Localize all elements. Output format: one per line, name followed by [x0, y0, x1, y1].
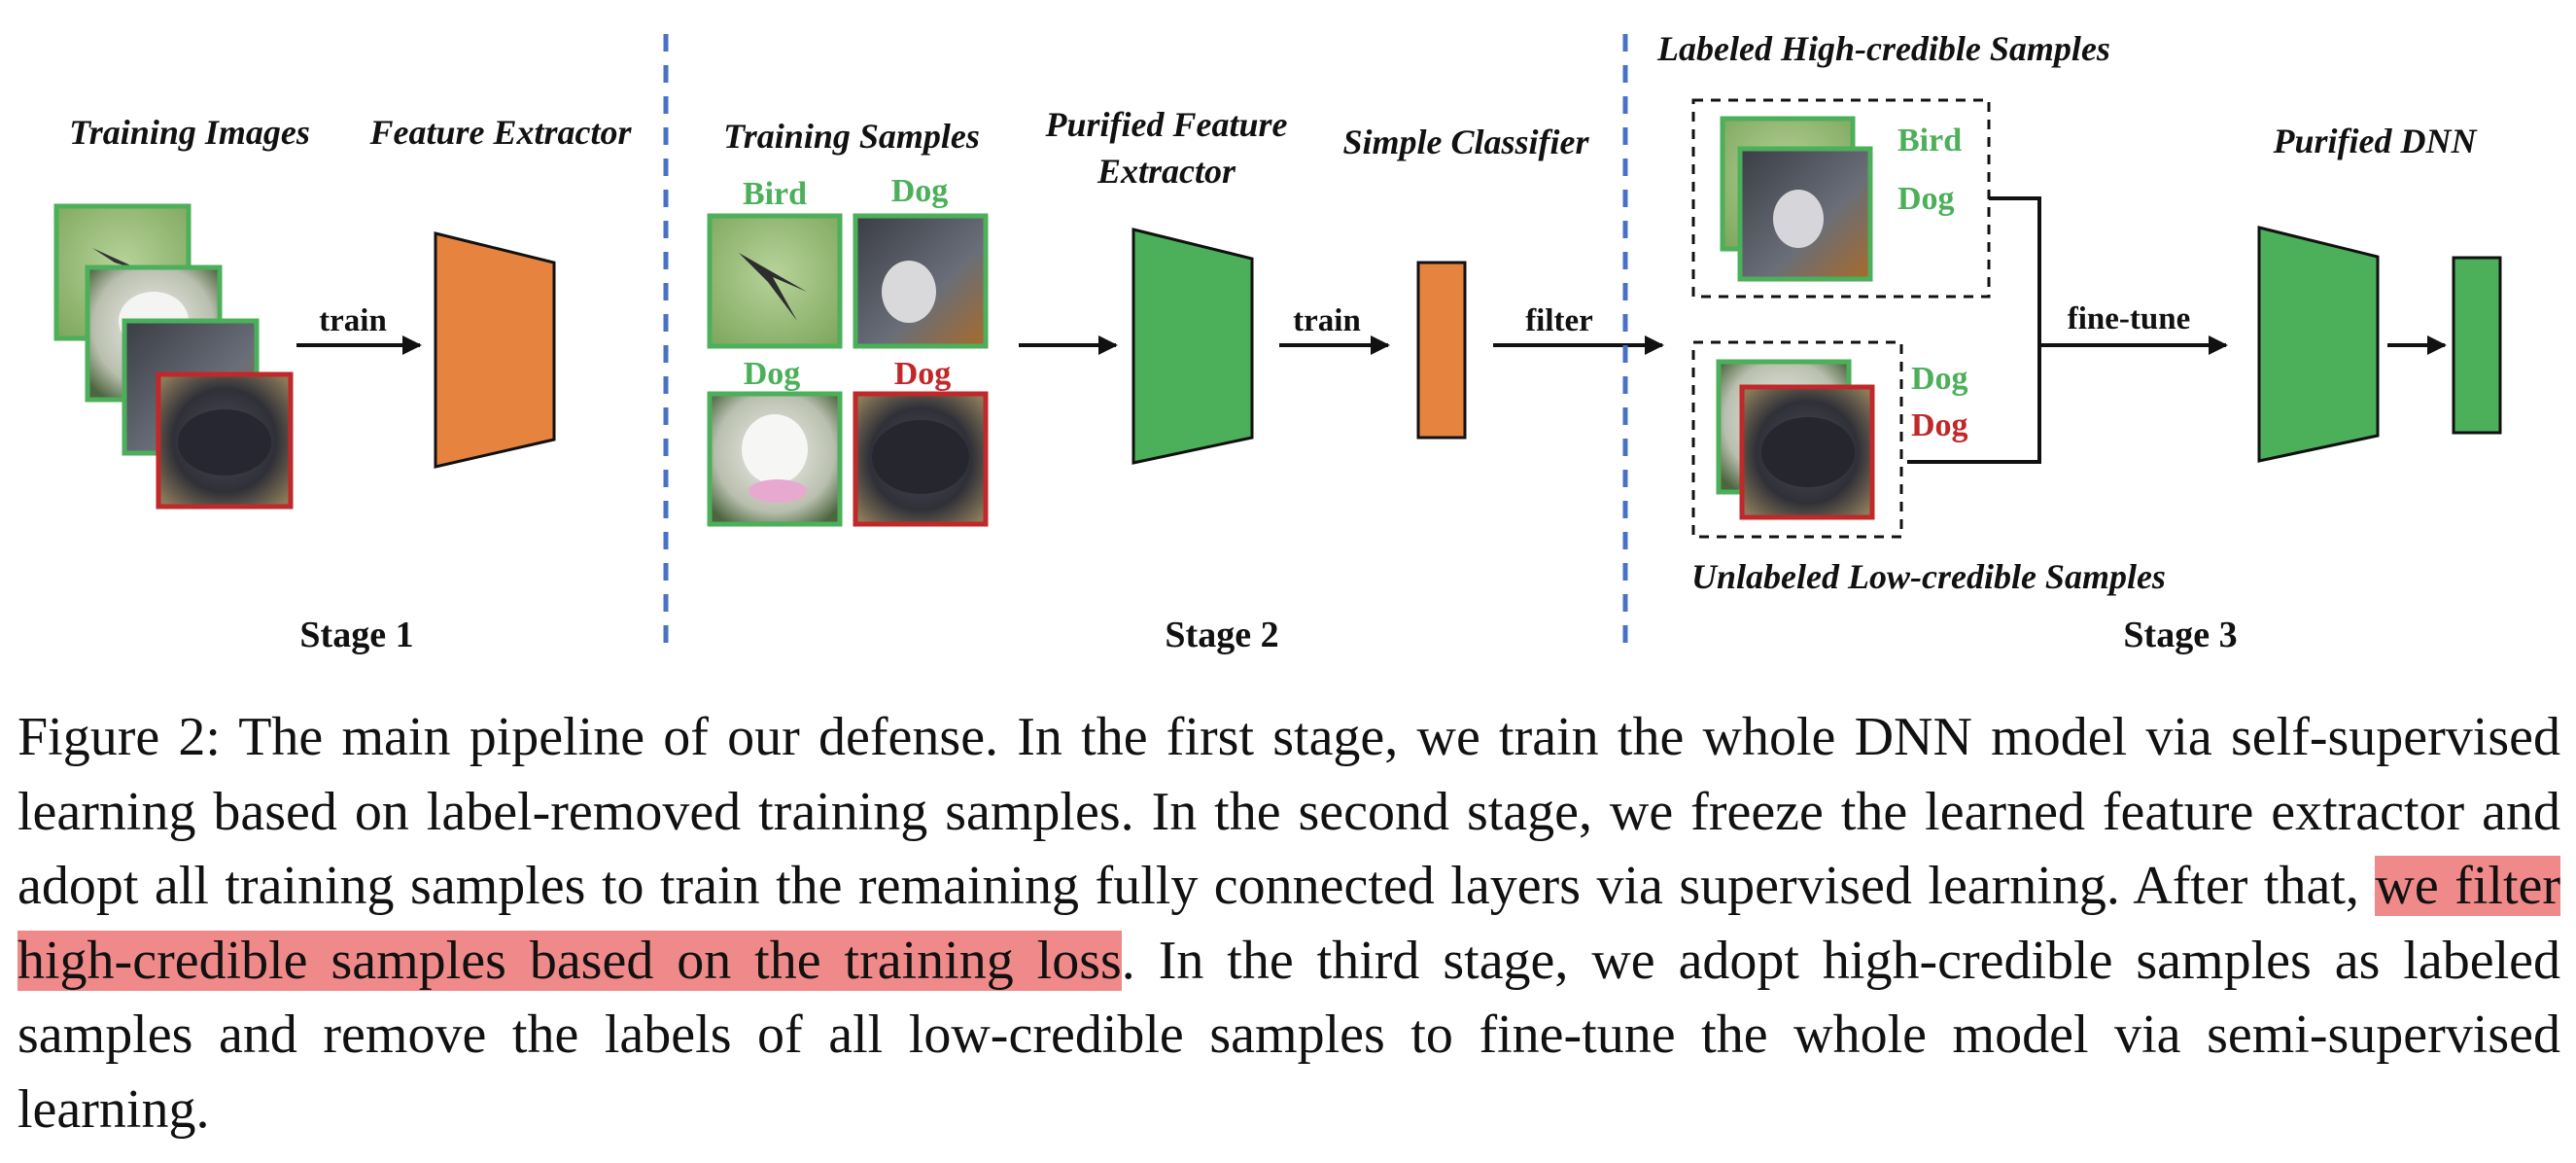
- unlabeled-tag-dog-2: Dog: [1911, 407, 1968, 443]
- sample-bird: [707, 213, 843, 349]
- sample-dog-cat: [853, 213, 989, 349]
- title-simple-classifier: Simple Classifier: [1342, 123, 1589, 161]
- sample-turtle: [853, 391, 989, 527]
- title-feature-extractor: Feature Extractor: [368, 113, 632, 152]
- title-purified-feature-1: Purified Feature: [1045, 105, 1288, 144]
- pipeline-figure: Training Images Feature Extractor train: [53, 29, 2502, 655]
- purified-dnn-classifier-block: [2452, 256, 2502, 435]
- figure-caption: Figure 2: The main pipeline of our defen…: [17, 700, 2561, 1146]
- stage2-label: Stage 2: [1165, 615, 1278, 655]
- stage3-label: Stage 3: [2123, 615, 2237, 655]
- label-train-1: train: [319, 303, 387, 338]
- sample-label-4: Dog: [894, 356, 952, 392]
- sample-puppy: [707, 391, 843, 527]
- stage1-label: Stage 1: [299, 615, 413, 655]
- stage3: Labeled High-credible Samples Bird Dog D…: [1656, 29, 2502, 655]
- stage2: Training Samples Purified Feature Extrac…: [707, 105, 1664, 655]
- label-fine-tune: fine-tune: [2068, 301, 2191, 336]
- sample-label-1: Bird: [743, 176, 807, 212]
- labeled-tag-bird: Bird: [1897, 123, 1962, 159]
- image-turtle: [156, 371, 294, 510]
- labeled-image-dog: [1737, 146, 1873, 282]
- title-purified-dnn: Purified DNN: [2273, 122, 2479, 160]
- label-train-2: train: [1293, 303, 1361, 338]
- training-images-stack: [53, 203, 294, 510]
- caption-text-before: Figure 2: The main pipeline of our defen…: [17, 707, 2560, 916]
- feature-extractor-block: [434, 231, 556, 469]
- title-labeled-high-credible: Labeled High-credible Samples: [1656, 29, 2110, 68]
- unlabeled-image-turtle: [1739, 384, 1875, 520]
- stage1: Training Images Feature Extractor train: [53, 113, 632, 655]
- title-training-samples: Training Samples: [723, 117, 980, 156]
- purified-feature-extractor-block: [1131, 228, 1254, 465]
- simple-classifier-block: [1416, 261, 1467, 440]
- title-unlabeled-low-credible: Unlabeled Low-credible Samples: [1691, 557, 2166, 596]
- title-training-images: Training Images: [69, 113, 310, 152]
- title-purified-feature-2: Extractor: [1097, 152, 1236, 191]
- unlabeled-samples-box: [1691, 340, 1903, 539]
- sample-label-2: Dog: [891, 173, 949, 209]
- caption-text-after: . In the third stage, we adopt high-cred…: [17, 930, 2560, 1140]
- purified-dnn-extractor-block: [2257, 226, 2380, 463]
- labeled-tag-dog: Dog: [1897, 181, 1955, 217]
- unlabeled-tag-dog-1: Dog: [1911, 361, 1968, 397]
- merge-connector: [1907, 196, 2041, 464]
- label-filter: filter: [1525, 303, 1593, 338]
- sample-label-3: Dog: [744, 356, 801, 392]
